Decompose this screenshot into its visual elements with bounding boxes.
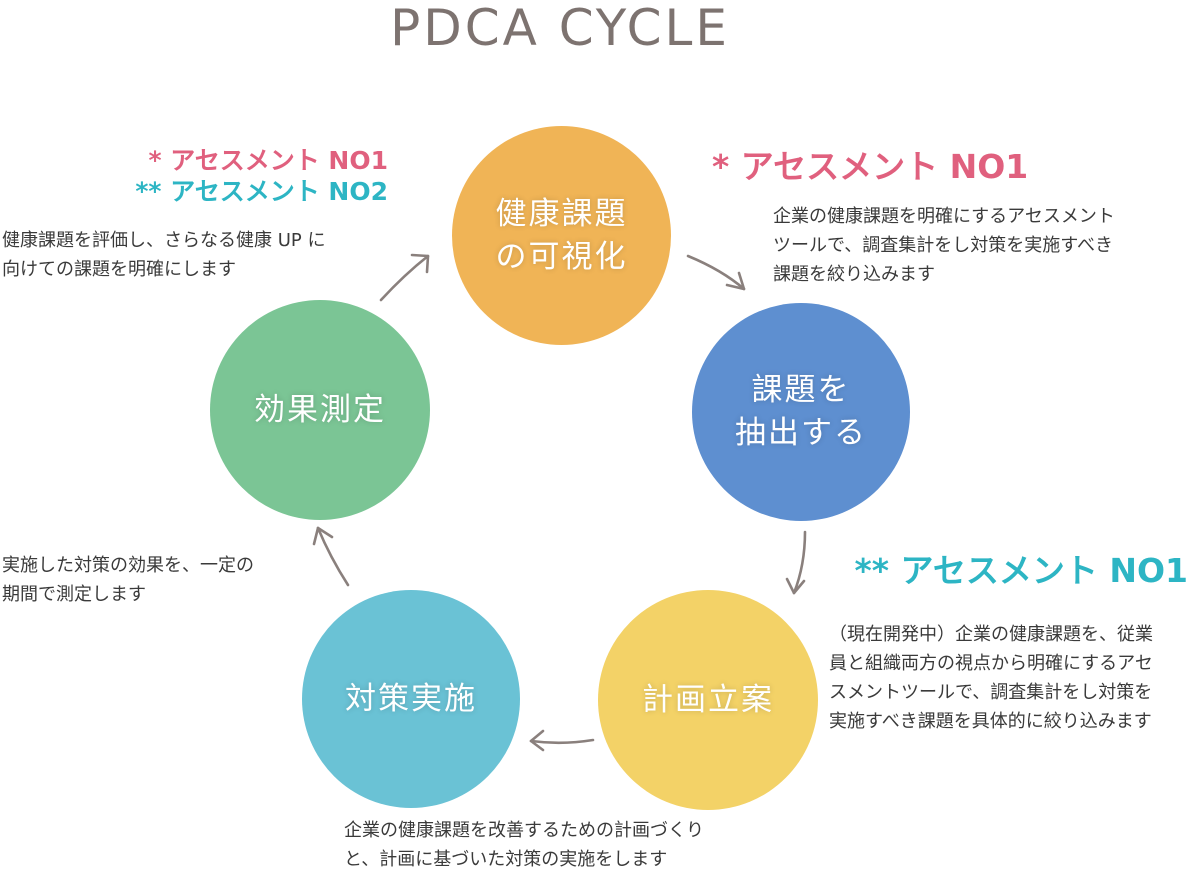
step-measure-circle: 効果測定 [210, 300, 430, 520]
step-visualize-line1: 健康課題 [495, 195, 628, 232]
note-mid-right-line4: 実施すべき課題を具体的に絞り込みます [829, 711, 1152, 732]
note-mid-right-body: （現在開発中）企業の健康課題を、従業 員と組織両方の視点から明確にするアセ スメ… [829, 620, 1153, 736]
page-title: PDCA CYCLE [390, 0, 730, 57]
arrow-step3-to-step4 [529, 729, 595, 752]
note-top-right-body: 企業の健康課題を明確にするアセスメント ツールで、調査集計をし対策を実施すべき … [773, 202, 1115, 289]
note-top-right-line3: 課題を絞り込みます [773, 264, 935, 285]
note-left-body: 実施した対策の効果を、一定の 期間で測定します [2, 551, 254, 609]
note-top-left-line2: 向けての課題を明確にします [2, 259, 236, 280]
step-plan-circle: 計画立案 [598, 590, 818, 810]
note-mid-right-heading: ** アセスメント NO1 [854, 551, 1188, 590]
note-bottom-line1: 企業の健康課題を改善するための計画づくり [344, 820, 704, 841]
step-visualize-line2: の可視化 [495, 238, 628, 275]
arrow-step5-to-step1 [379, 253, 430, 302]
note-mid-right-line3: スメントツールで、調査集計をし対策を [829, 682, 1153, 703]
note-top-left-heading2: ** アセスメント NO2 [135, 177, 388, 206]
note-top-left-body: 健康課題を評価し、さらなる健康 UP に 向けての課題を明確にします [2, 226, 325, 284]
note-top-left-line1: 健康課題を評価し、さらなる健康 UP に [2, 230, 326, 251]
note-top-left-heading1: * アセスメント NO1 [148, 146, 388, 175]
note-mid-right-line2: 員と組織両方の視点から明確にするアセ [829, 653, 1153, 674]
note-top-right-line2: ツールで、調査集計をし対策を実施すべき [773, 235, 1114, 256]
note-left-line2: 期間で測定します [2, 584, 146, 605]
note-bottom-line2: と、計画に基づいた対策の実施をします [344, 849, 668, 870]
step-extract-line1: 課題を [751, 372, 851, 408]
step-extract-line2: 抽出する [735, 415, 867, 451]
arrow-step2-to-step3 [785, 530, 807, 595]
note-mid-right-line1: （現在開発中）企業の健康課題を、従業 [829, 624, 1153, 645]
step-visualize-circle: 健康課題 の可視化 [452, 126, 671, 345]
note-top-right-line1: 企業の健康課題を明確にするアセスメント [773, 206, 1115, 227]
step-measure-label: 効果測定 [254, 391, 386, 428]
note-left-line1: 実施した対策の効果を、一定の [2, 555, 254, 576]
step-implement-circle: 対策実施 [302, 590, 520, 808]
note-top-right-heading: * アセスメント NO1 [712, 147, 1029, 186]
arrow-step4-to-step5 [312, 526, 350, 587]
arrow-step1-to-step2 [686, 254, 746, 291]
step-implement-label: 対策実施 [345, 680, 477, 717]
note-bottom-body: 企業の健康課題を改善するための計画づくり と、計画に基づいた対策の実施をします [344, 816, 704, 874]
step-plan-label: 計画立案 [642, 681, 774, 718]
step-extract-circle: 課題を 抽出する [692, 303, 910, 521]
